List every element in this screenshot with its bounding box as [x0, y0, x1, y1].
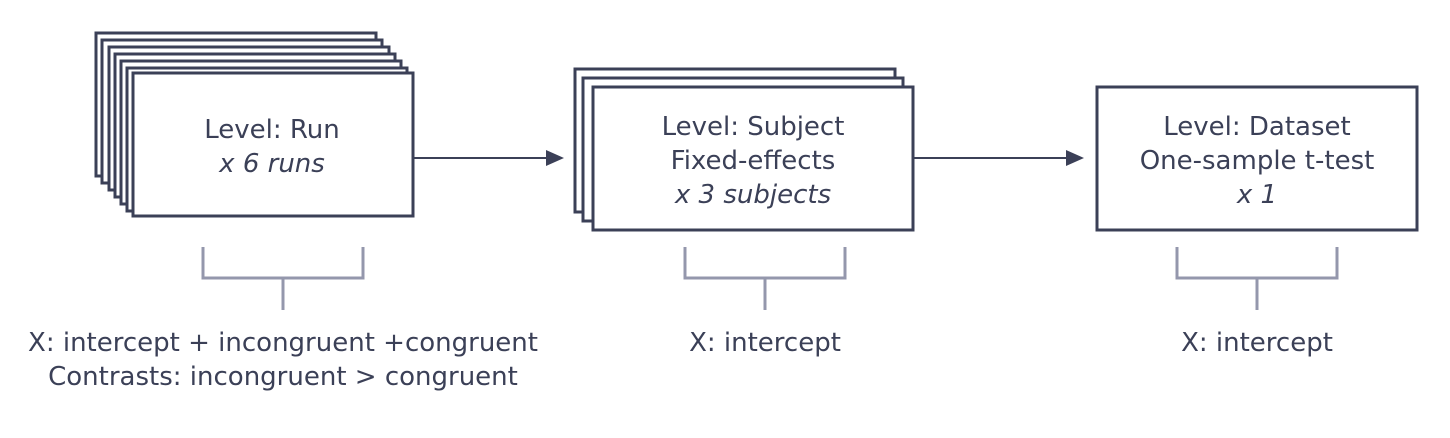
run-model-bracket [201, 247, 365, 310]
dataset-model-bracket [1175, 247, 1339, 310]
dataset-level-box [1095, 85, 1419, 232]
dataset-level-count: x 1 [1236, 180, 1277, 210]
run-level-stack: Level: Run x 6 runs [94, 31, 415, 218]
subject-model-bracket [683, 247, 847, 310]
subject-level-title: Level: Subject [662, 112, 845, 142]
dataset-level-method: One-sample t-test [1140, 146, 1375, 176]
arrow-subject-to-dataset [914, 150, 1084, 166]
dataset-model-x: X: intercept [1181, 328, 1333, 358]
arrow-run-to-subject [414, 150, 564, 166]
subject-level-box [591, 85, 915, 232]
dataset-level-group: Level: Dataset One-sample t-test x 1 [1095, 85, 1419, 232]
subject-level-count: x 3 subjects [674, 180, 831, 210]
run-model-x: X: intercept + incongruent +congruent [28, 328, 538, 358]
subject-level-method: Fixed-effects [671, 146, 836, 176]
subject-level-stack: Level: Subject Fixed-effects x 3 subject… [573, 67, 915, 232]
run-level-title: Level: Run [204, 115, 340, 145]
run-level-count: x 6 runs [218, 149, 325, 179]
dataset-level-title: Level: Dataset [1163, 112, 1350, 142]
run-level-box [131, 71, 415, 218]
subject-model-x: X: intercept [689, 328, 841, 358]
run-model-contrasts: Contrasts: incongruent > congruent [48, 362, 518, 392]
